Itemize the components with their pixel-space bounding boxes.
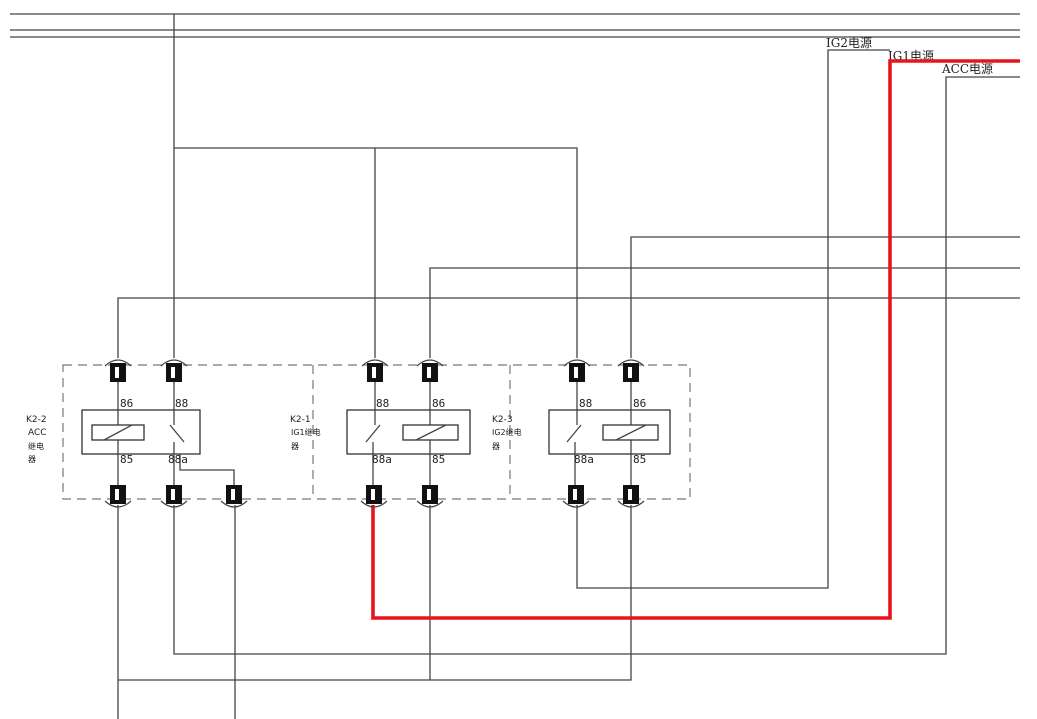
pin-label: 88	[376, 397, 389, 410]
pin-label: 85	[432, 453, 445, 466]
pin-label: 85	[120, 453, 133, 466]
relay-switch	[365, 424, 381, 443]
pin-label: 86	[432, 397, 445, 410]
relay-switch	[566, 424, 582, 443]
terminal-icon	[160, 359, 188, 382]
control-wires	[117, 14, 1020, 719]
relay-name-line2: 器	[492, 442, 500, 451]
terminal-icon	[104, 359, 132, 382]
pin-label: 85	[633, 453, 646, 466]
pin-label: 88a	[574, 453, 594, 466]
terminal-icon	[416, 485, 444, 508]
pin-label: 88	[175, 397, 188, 410]
terminal-icon	[104, 485, 132, 508]
bottom-terminals	[104, 485, 645, 508]
ig2-source-label: IG2电源	[826, 36, 872, 50]
relay-name-line2: 继电	[28, 441, 44, 451]
relay-switch	[169, 424, 185, 443]
terminal-icon	[361, 359, 389, 382]
terminal-icon	[617, 359, 645, 382]
terminal-icon	[563, 359, 591, 382]
relay-name-line3: 器	[28, 455, 36, 464]
top-terminals	[104, 359, 645, 382]
relay-id: K2-2	[26, 415, 47, 425]
relay-k2-3: K2-3 IG2继电 器 88 86 88a 85	[492, 382, 671, 486]
pin-label: 86	[120, 397, 133, 410]
terminal-icon	[416, 359, 444, 382]
relay-id: K2-3	[492, 415, 513, 425]
relay-name: ACC	[28, 428, 47, 438]
pin-label: 88a	[168, 453, 188, 466]
pin-label: 86	[633, 397, 646, 410]
relay-k2-2: K2-2 ACC 继电 器 86 88 85 88a	[26, 382, 201, 486]
relay-k2-1: K2-1 IG1继电 器 88 86 88a 85	[290, 382, 471, 486]
ig1-highlight-wire	[371, 59, 1020, 620]
pin-label: 88	[579, 397, 592, 410]
top-bus-lines	[10, 13, 1020, 38]
relay-name: IG1继电	[291, 427, 321, 437]
pin-label: 88a	[372, 453, 392, 466]
terminal-icon	[562, 485, 590, 508]
relay-name-line2: 器	[291, 442, 299, 451]
source-feed-wires	[173, 49, 1020, 655]
acc-source-label: ACC电源	[941, 62, 993, 76]
terminal-icon	[360, 485, 388, 508]
relay-name: IG2继电	[492, 427, 522, 437]
relay-id: K2-1	[290, 415, 311, 425]
terminal-icon	[220, 485, 248, 508]
terminal-icon	[160, 485, 188, 508]
terminal-icon	[617, 485, 645, 508]
relay-box-enclosure	[62, 364, 691, 500]
